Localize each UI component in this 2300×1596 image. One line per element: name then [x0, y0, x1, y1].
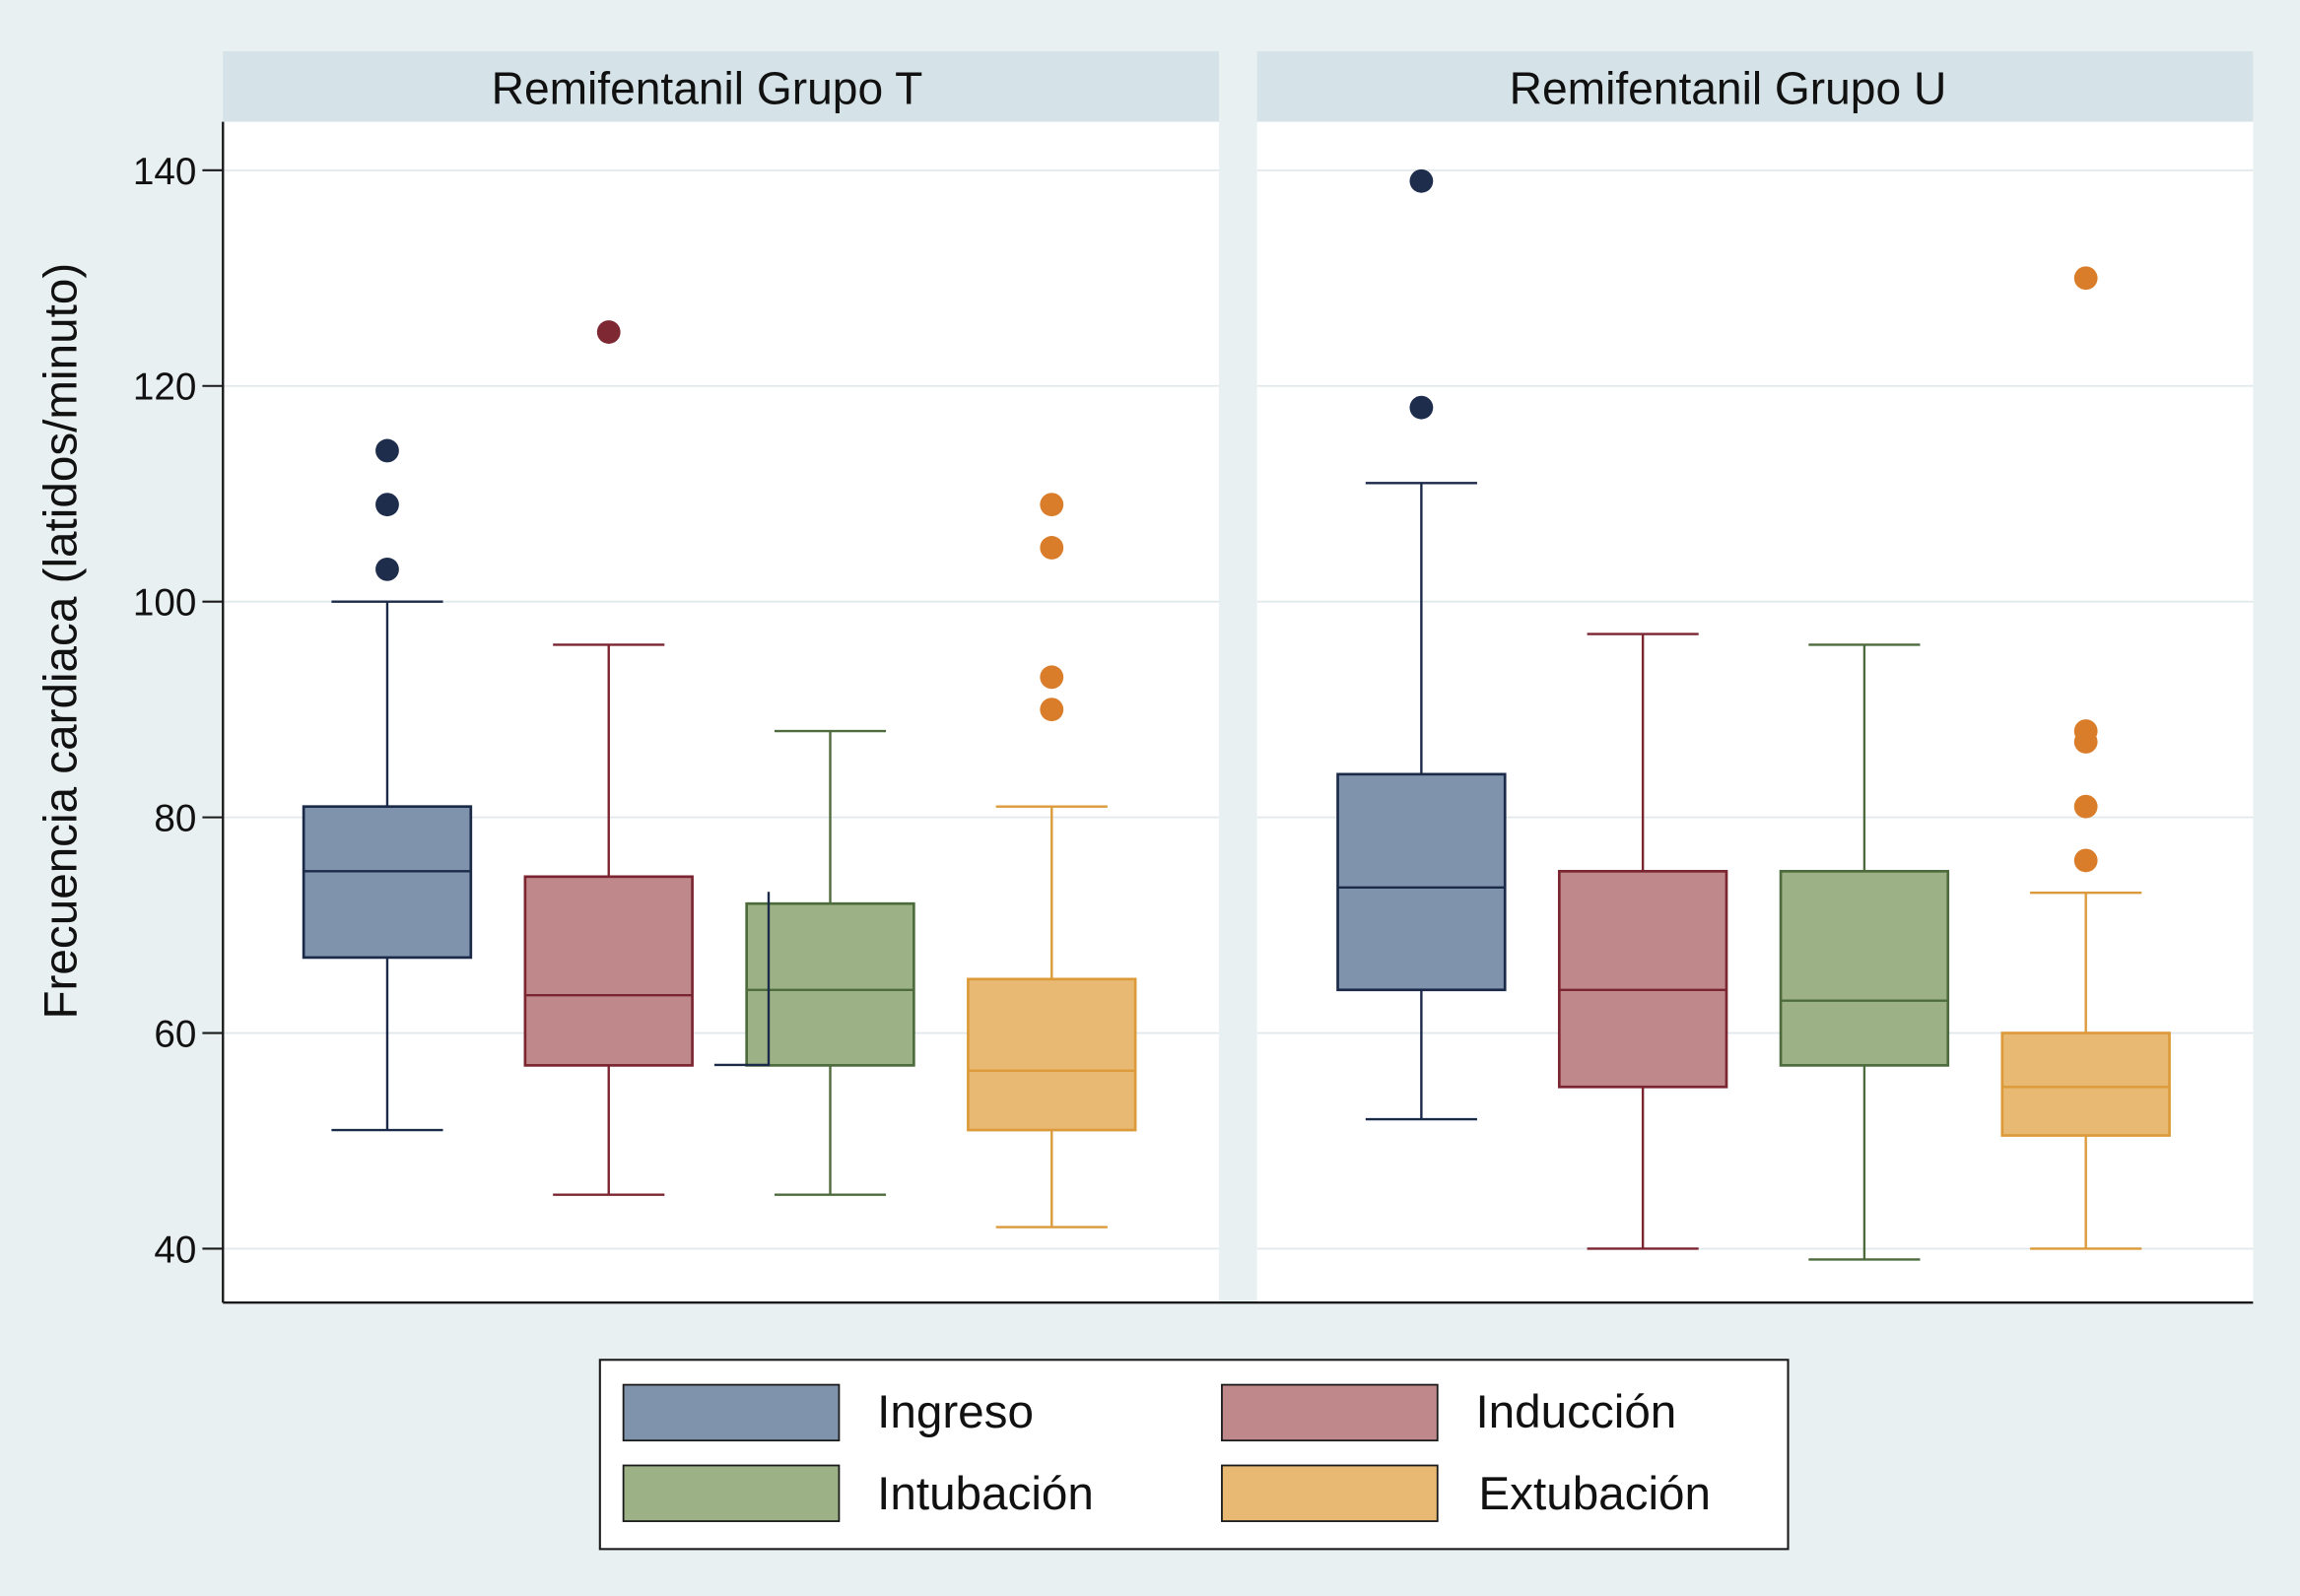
box-intubacion-remifentanil-grupo-u — [1779, 643, 1950, 1261]
legend-item-ingreso: Ingreso — [622, 1383, 1034, 1442]
iqr-box — [523, 875, 694, 1067]
legend-item-intubacion: Intubación — [622, 1464, 1094, 1522]
panel-title-grupo-t: Remifentanil Grupo T — [492, 63, 923, 114]
outlier-point — [375, 438, 399, 463]
y-tick-label: 60 — [154, 1013, 196, 1055]
y-tick-label: 120 — [133, 366, 197, 409]
axes: 40 60 80 100 120 140 Frecuencia cardiaca (lat… — [34, 121, 2254, 1304]
stray-line-artifact — [713, 892, 771, 1067]
box-extubacion-remifentanil-grupo-t — [967, 493, 1137, 1229]
y-tick-label: 40 — [154, 1229, 196, 1271]
panel-header-grupo-t — [223, 51, 1219, 122]
legend-item-extubacion: Extubación — [1221, 1464, 1711, 1522]
legend-item-induccion: Inducción — [1221, 1383, 1676, 1442]
box-ingreso-remifentanil-grupo-u — [1336, 168, 1507, 1121]
y-tick-label: 100 — [133, 582, 197, 625]
outlier-point — [1040, 665, 1064, 690]
iqr-box — [745, 901, 915, 1067]
iqr-box — [967, 977, 1137, 1132]
y-axis-ticks: 40 60 80 100 120 140 — [133, 151, 224, 1271]
iqr-box — [2000, 1031, 2171, 1137]
outlier-point — [1040, 536, 1064, 560]
y-axis-title: Frecuencia cardiaca (latidos/minuto) — [34, 263, 87, 1020]
boxes-grupo-u — [1336, 168, 2171, 1261]
legend-label-induccion: Inducción — [1475, 1386, 1676, 1438]
outlier-point — [1040, 698, 1064, 722]
outlier-point — [2073, 719, 2098, 743]
outlier-point — [2073, 794, 2098, 819]
boxes-grupo-t — [302, 320, 1137, 1229]
legend: Ingreso Inducción Intubación Extubación — [598, 1359, 1790, 1551]
legend-label-extubacion: Extubación — [1478, 1468, 1711, 1520]
legend-label-ingreso: Ingreso — [877, 1386, 1034, 1438]
box-induccion-remifentanil-grupo-u — [1557, 632, 1728, 1250]
outlier-point — [1040, 493, 1064, 517]
legend-label-intubacion: Intubación — [877, 1468, 1094, 1520]
outlier-point — [2073, 848, 2098, 873]
legend-swatch-induccion — [1221, 1383, 1439, 1442]
box-ingreso-remifentanil-grupo-t — [302, 438, 473, 1132]
box-induccion-remifentanil-grupo-t — [523, 320, 694, 1196]
iqr-box — [1336, 772, 1507, 992]
outlier-point — [596, 320, 621, 344]
panel-header-grupo-u — [1256, 51, 2254, 122]
legend-swatch-extubacion — [1221, 1464, 1439, 1522]
box-intubacion-remifentanil-grupo-t — [745, 729, 915, 1196]
iqr-box — [302, 805, 473, 960]
outlier-point — [2073, 266, 2098, 291]
box-extubacion-remifentanil-grupo-u — [2000, 266, 2171, 1250]
iqr-box — [1779, 870, 1950, 1067]
outlier-point — [1409, 395, 1434, 420]
stray-line — [713, 892, 771, 1067]
panel-title-grupo-u: Remifentanil Grupo U — [1510, 63, 1947, 114]
legend-swatch-intubacion — [622, 1464, 841, 1522]
y-tick-label: 80 — [154, 798, 196, 840]
outlier-point — [375, 493, 399, 517]
legend-swatch-ingreso — [622, 1383, 841, 1442]
y-tick-label: 140 — [133, 151, 197, 193]
outlier-point — [375, 557, 399, 581]
outlier-point — [1409, 168, 1434, 193]
iqr-box — [1557, 870, 1728, 1089]
